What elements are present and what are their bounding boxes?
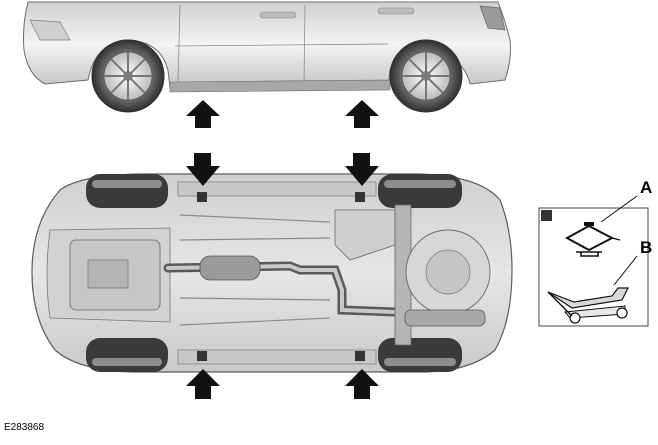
car-side-front-detail bbox=[29, 19, 71, 41]
catalytic-converter bbox=[199, 255, 261, 281]
callout-label-b: B bbox=[640, 238, 652, 257]
lift-point-marker bbox=[197, 351, 207, 361]
tire-rear-right bbox=[378, 338, 462, 372]
figure-id: E283868 bbox=[4, 422, 44, 433]
exhaust-highlight bbox=[166, 263, 397, 314]
rear-wheel-side bbox=[389, 39, 463, 113]
callout-leader-b bbox=[613, 255, 638, 286]
car-side-door-lines bbox=[174, 4, 389, 85]
jack-legend: A B bbox=[538, 178, 652, 327]
sill-left bbox=[177, 181, 377, 197]
fuel-tank bbox=[334, 209, 396, 261]
lift-point-marker bbox=[355, 351, 365, 361]
arrow-down-icon bbox=[345, 153, 379, 186]
sill-right bbox=[177, 349, 377, 365]
callout-leader-a bbox=[600, 195, 638, 223]
arrow-down-icon bbox=[186, 153, 220, 186]
floor-ribs bbox=[179, 214, 331, 326]
door-handle-rear bbox=[377, 7, 415, 15]
door-handle-front bbox=[259, 11, 297, 19]
arrow-up-icon bbox=[345, 100, 379, 128]
tire-front-right bbox=[86, 338, 168, 372]
callout-label-a: A bbox=[640, 178, 652, 197]
arrow-up-icon bbox=[345, 369, 379, 399]
tire-rear-left bbox=[378, 174, 462, 208]
side-view-lift-arrows bbox=[186, 100, 379, 128]
car-underside-view bbox=[31, 173, 513, 373]
tire-highlight bbox=[92, 358, 162, 366]
lift-point-marker bbox=[197, 192, 207, 202]
scissor-jack-icon bbox=[564, 222, 621, 257]
front-wheel-side bbox=[91, 39, 165, 113]
lift-point-marker-legend bbox=[541, 210, 552, 221]
tire-highlight bbox=[92, 180, 162, 188]
rear-muffler bbox=[404, 309, 486, 327]
tire-highlight bbox=[384, 358, 456, 366]
tire-highlight bbox=[384, 180, 456, 188]
tire-front-left bbox=[86, 174, 168, 208]
trolley-jack-icon bbox=[547, 287, 629, 324]
underside-top-arrows bbox=[186, 153, 379, 186]
car-side-view bbox=[23, 1, 511, 113]
arrow-up-icon bbox=[186, 100, 220, 128]
lift-point-marker bbox=[355, 192, 365, 202]
engine-sump bbox=[87, 259, 129, 289]
car-side-rear-detail bbox=[479, 5, 506, 31]
arrow-up-icon bbox=[186, 369, 220, 399]
car-side-sill bbox=[169, 79, 391, 93]
underside-bottom-arrows bbox=[186, 369, 379, 399]
spare-wheel-hub bbox=[425, 249, 471, 295]
